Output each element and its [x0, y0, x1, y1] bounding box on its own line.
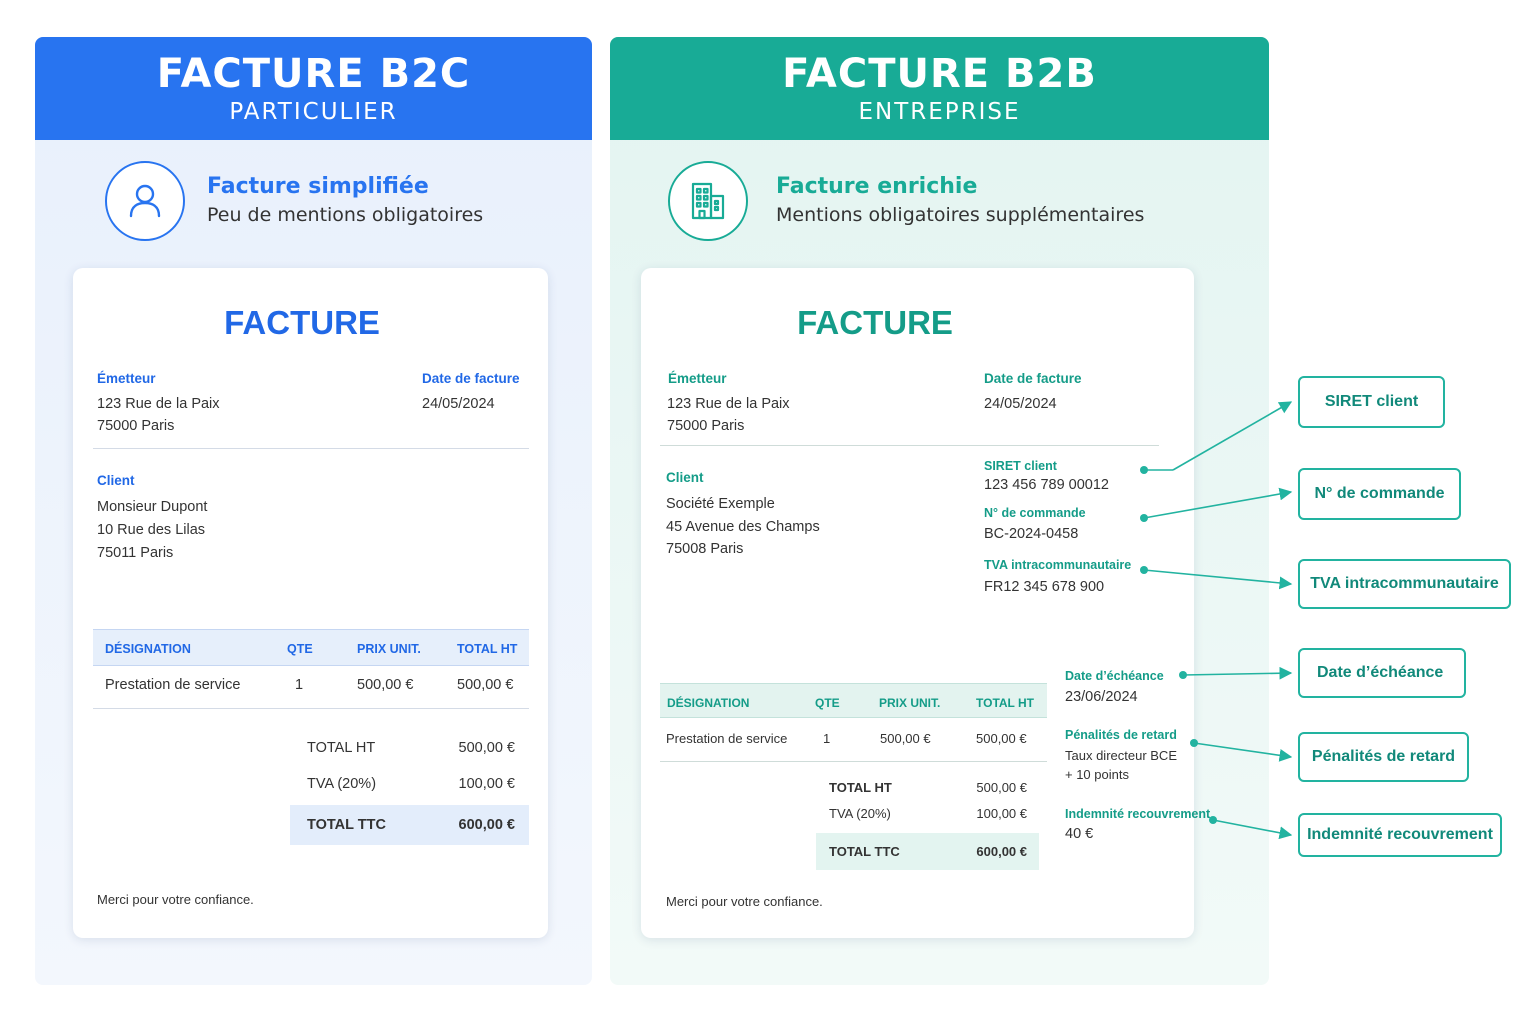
b2b-penalty-line1: Taux directeur BCE	[1065, 748, 1177, 763]
b2c-ttc-value: 600,00 €	[458, 817, 515, 833]
b2c-intro-heading: Facture simplifiée	[207, 174, 429, 199]
b2c-ttc-label: TOTAL TTC	[307, 817, 386, 833]
b2c-col-unit-price: PRIX UNIT.	[357, 642, 421, 656]
b2c-intro-desc: Peu de mentions obligatoires	[207, 204, 484, 226]
b2b-invoice-card: FACTURE Émetteur 123 Rue de la Paix 7500…	[641, 268, 1194, 938]
b2b-total-ht-value: 500,00 €	[976, 780, 1027, 795]
callout-vat: TVA intracommunautaire	[1298, 559, 1511, 609]
b2c-invoice-title: FACTURE	[224, 304, 380, 341]
b2b-tva-label: TVA (20%)	[829, 806, 891, 821]
b2c-tva-value: 100,00 €	[458, 776, 515, 792]
b2c-emitter-address: 123 Rue de la Paix 75000 Paris	[97, 393, 220, 437]
b2b-client-line1: Société Exemple	[666, 496, 775, 512]
b2c-emitter-line2: 75000 Paris	[97, 418, 175, 434]
b2b-table-bottom	[660, 761, 1047, 762]
b2c-header: FACTURE B2C PARTICULIER	[35, 37, 592, 140]
b2b-order-value: BC-2024-0458	[984, 526, 1079, 542]
b2c-row-qty: 1	[295, 677, 304, 693]
b2c-client-address: Monsieur Dupont 10 Rue des Lilas 75011 P…	[97, 496, 207, 565]
b2b-due-label: Date d’échéance	[1065, 669, 1164, 683]
b2c-subtitle: PARTICULIER	[229, 98, 398, 125]
b2c-col-designation: DÉSIGNATION	[105, 642, 191, 656]
b2b-emitter-address: 123 Rue de la Paix 75000 Paris	[667, 393, 790, 437]
b2c-row-designation: Prestation de service	[105, 677, 241, 693]
b2c-table-header: DÉSIGNATION QTE PRIX UNIT. TOTAL HT	[93, 629, 529, 666]
b2c-emitter-line1: 123 Rue de la Paix	[97, 396, 220, 412]
b2b-client-line3: 75008 Paris	[666, 541, 744, 557]
b2b-divider	[660, 445, 1159, 446]
b2b-vat-label: TVA intracommunautaire	[984, 558, 1132, 572]
b2c-total-ht-value: 500,00 €	[458, 740, 515, 756]
b2b-total-ht-label: TOTAL HT	[829, 780, 892, 795]
b2c-title: FACTURE B2C	[156, 50, 471, 97]
b2b-row-total-ht: 500,00 €	[976, 731, 1027, 746]
b2b-ttc-row: TOTAL TTC 600,00 €	[816, 833, 1039, 870]
b2b-tva-value: 100,00 €	[976, 806, 1027, 821]
b2b-row-unit-price: 500,00 €	[880, 731, 931, 746]
b2b-subtitle: ENTREPRISE	[858, 98, 1021, 125]
b2c-invoice-card: FACTURE Émetteur 123 Rue de la Paix 7500…	[73, 268, 548, 938]
callout-penalty: Pénalités de retard	[1298, 732, 1469, 782]
b2b-siret-label: SIRET client	[984, 459, 1057, 473]
b2b-col-designation: DÉSIGNATION	[667, 696, 750, 710]
b2c-date-value: 24/05/2024	[422, 396, 495, 412]
b2c-thanks: Merci pour votre confiance.	[97, 892, 254, 907]
b2c-date-label: Date de facture	[422, 371, 520, 386]
b2c-tva-label: TVA (20%)	[307, 776, 377, 792]
b2b-ttc-label: TOTAL TTC	[829, 844, 900, 859]
b2b-date-value: 24/05/2024	[984, 396, 1057, 412]
b2c-ttc-row: TOTAL TTC 600,00 €	[290, 805, 529, 845]
b2b-intro-desc: Mentions obligatoires supplémentaires	[776, 204, 1145, 226]
b2b-due-value: 23/06/2024	[1065, 689, 1138, 705]
b2c-table-bottom	[93, 708, 529, 709]
b2b-penalty-detail: Taux directeur BCE + 10 points	[1065, 746, 1177, 784]
b2b-indemnity-label: Indemnité recouvrement	[1065, 807, 1211, 821]
b2b-ttc-value: 600,00 €	[976, 844, 1027, 859]
b2b-title: FACTURE B2B	[782, 50, 1097, 97]
b2c-client-line2: 10 Rue des Lilas	[97, 522, 206, 538]
b2b-emitter-line2: 75000 Paris	[667, 418, 745, 434]
b2b-penalty-label: Pénalités de retard	[1065, 728, 1177, 742]
b2b-client-label: Client	[666, 470, 704, 485]
b2b-col-total-ht: TOTAL HT	[976, 696, 1034, 710]
callout-indemnity: Indemnité recouvrement	[1298, 813, 1502, 857]
callout-siret: SIRET client	[1298, 376, 1445, 428]
b2c-row-total-ht: 500,00 €	[457, 677, 514, 693]
b2b-thanks: Merci pour votre confiance.	[666, 894, 823, 909]
b2c-divider	[93, 448, 529, 449]
b2b-invoice-title: FACTURE	[797, 304, 953, 341]
b2b-intro-heading: Facture enrichie	[776, 174, 978, 199]
callout-order: N° de commande	[1298, 468, 1461, 520]
b2c-row-unit-price: 500,00 €	[357, 677, 414, 693]
b2b-date-label: Date de facture	[984, 371, 1082, 386]
b2b-client-line2: 45 Avenue des Champs	[666, 518, 820, 535]
user-icon	[105, 161, 185, 241]
b2c-intro: Facture simplifiée Peu de mentions oblig…	[105, 161, 483, 241]
b2b-client-address: Société Exemple 45 Avenue des Champs 750…	[666, 493, 820, 561]
b2b-vat-value: FR12 345 678 900	[984, 579, 1105, 595]
b2b-header: FACTURE B2B ENTREPRISE	[610, 37, 1269, 140]
b2c-total-ht-label: TOTAL HT	[307, 740, 376, 756]
b2b-intro: Facture enrichie Mentions obligatoires s…	[668, 161, 1144, 241]
b2b-row-designation: Prestation de service	[666, 731, 788, 746]
b2b-indemnity-value: 40 €	[1065, 826, 1094, 842]
b2c-client-line3: 75011 Paris	[97, 545, 174, 561]
b2c-client-label: Client	[97, 473, 135, 488]
b2b-emitter-label: Émetteur	[668, 371, 727, 386]
b2b-col-unit-price: PRIX UNIT.	[879, 696, 941, 710]
b2b-row-qty: 1	[823, 731, 831, 746]
building-icon	[668, 161, 748, 241]
b2c-col-qty: QTE	[287, 642, 313, 656]
b2b-siret-value: 123 456 789 00012	[984, 477, 1109, 493]
b2b-col-qty: QTE	[815, 696, 840, 710]
b2b-order-label: N° de commande	[984, 506, 1086, 520]
b2c-client-line1: Monsieur Dupont	[97, 499, 208, 515]
b2b-table-header: DÉSIGNATION QTE PRIX UNIT. TOTAL HT	[660, 683, 1047, 718]
b2c-col-total-ht: TOTAL HT	[457, 642, 518, 656]
b2b-penalty-line2: + 10 points	[1065, 767, 1129, 782]
b2c-emitter-label: Émetteur	[97, 371, 156, 386]
callout-due: Date d’échéance	[1298, 648, 1466, 698]
b2b-emitter-line1: 123 Rue de la Paix	[667, 396, 790, 412]
